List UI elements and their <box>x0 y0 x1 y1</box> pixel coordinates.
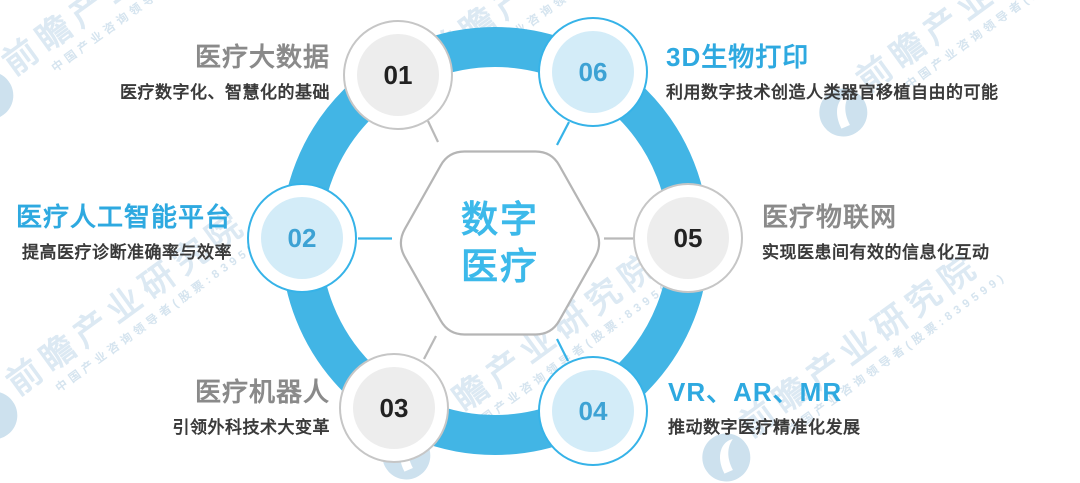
node-title: 医疗物联网 <box>762 202 898 232</box>
node-label-01: 医疗大数据 医疗数字化、智慧化的基础 <box>120 40 330 105</box>
center-title: 数字 医疗 <box>390 148 610 338</box>
node-circle-03: 03 <box>339 353 449 463</box>
node-number: 01 <box>357 34 439 116</box>
node-title: VR、AR、MR <box>668 377 843 407</box>
center-title-line1: 数字 <box>461 199 539 240</box>
node-circle-06: 06 <box>538 17 648 127</box>
node-label-04: VR、AR、MR 推动数字医疗精准化发展 <box>668 375 861 440</box>
center-title-line2: 医疗 <box>461 246 539 287</box>
node-desc: 推动数字医疗精准化发展 <box>668 418 861 437</box>
node-desc: 提高医疗诊断准确率与效率 <box>22 243 232 262</box>
node-desc: 医疗数字化、智慧化的基础 <box>120 83 330 102</box>
node-circle-01: 01 <box>343 20 453 130</box>
node-number: 03 <box>353 367 435 449</box>
node-label-03: 医疗机器人 引领外科技术大变革 <box>173 375 331 440</box>
node-number: 06 <box>552 31 634 113</box>
node-title: 3D生物打印 <box>666 42 810 72</box>
node-circle-04: 04 <box>538 356 648 466</box>
node-title: 医疗大数据 <box>194 42 330 72</box>
node-label-05: 医疗物联网 实现医患间有效的信息化互动 <box>762 200 990 265</box>
node-label-02: 医疗人工智能平台 提高医疗诊断准确率与效率 <box>16 200 232 265</box>
node-desc: 利用数字技术创造人类器官移植自由的可能 <box>666 83 999 102</box>
node-number: 05 <box>647 197 729 279</box>
node-title: 医疗机器人 <box>194 377 330 407</box>
center-hexagon <box>399 150 601 336</box>
node-number: 04 <box>552 370 634 452</box>
node-desc: 引领外科技术大变革 <box>172 418 330 437</box>
node-label-06: 3D生物打印 利用数字技术创造人类器官移植自由的可能 <box>666 40 999 105</box>
node-circle-05: 05 <box>633 183 743 293</box>
node-circle-02: 02 <box>247 183 357 293</box>
node-title: 医疗人工智能平台 <box>15 202 232 232</box>
node-number: 02 <box>261 197 343 279</box>
node-desc: 实现医患间有效的信息化互动 <box>762 243 990 262</box>
